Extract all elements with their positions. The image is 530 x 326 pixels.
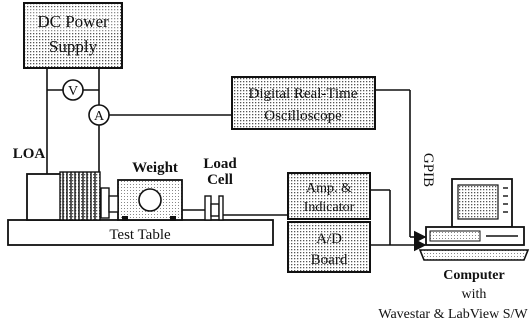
ad-board-label-line1: A/D [316, 231, 342, 247]
voltmeter: V [62, 79, 84, 101]
ad-board: A/D Board [287, 221, 371, 273]
oscilloscope: Digital Real-Time Oscilloscope [231, 76, 376, 130]
ammeter: A [88, 104, 110, 126]
ad-board-label-line2: Board [311, 252, 348, 268]
computer-label-line2: with [462, 287, 487, 302]
monitor-screen [457, 184, 499, 220]
voltmeter-icon [62, 79, 84, 101]
ammeter-icon [88, 104, 110, 126]
ammeter-label: A [94, 109, 105, 124]
loa-actuator [26, 171, 110, 221]
coil-windings [62, 172, 96, 220]
load-cell-label-line1: Load [203, 156, 237, 172]
amp-label-line2: Indicator [304, 200, 355, 215]
weight-label: Weight [132, 160, 178, 176]
gpib-label: GPIB [420, 153, 436, 187]
test-table-label: Test Table [109, 227, 171, 243]
loa-coil [59, 171, 101, 221]
test-table: Test Table [7, 219, 274, 246]
computer: Computer with Wavestar & LabView S/W [378, 178, 530, 322]
computer-label-line1: Computer [443, 268, 504, 283]
amp-indicator: Amp. & Indicator [287, 172, 371, 220]
dc-power-supply: DC Power Supply [23, 2, 123, 69]
loa-label: LOA [13, 146, 46, 162]
oscilloscope-label-line2: Oscilloscope [264, 108, 342, 124]
power-supply-label-line2: Supply [49, 37, 98, 56]
load-cell: Load Cell [203, 156, 237, 221]
power-supply-label-line1: DC Power [37, 12, 109, 31]
oscilloscope-label-line1: Digital Real-Time [248, 86, 357, 102]
keyboard-icon [418, 249, 530, 261]
amp-label-line1: Amp. & [306, 181, 352, 196]
computer-label-line3: Wavestar & LabView S/W [378, 307, 528, 322]
weight-disc-icon [138, 188, 162, 212]
load-cell-label-line2: Cell [207, 172, 233, 188]
voltmeter-label: V [68, 84, 78, 99]
weight: Weight [108, 160, 205, 221]
